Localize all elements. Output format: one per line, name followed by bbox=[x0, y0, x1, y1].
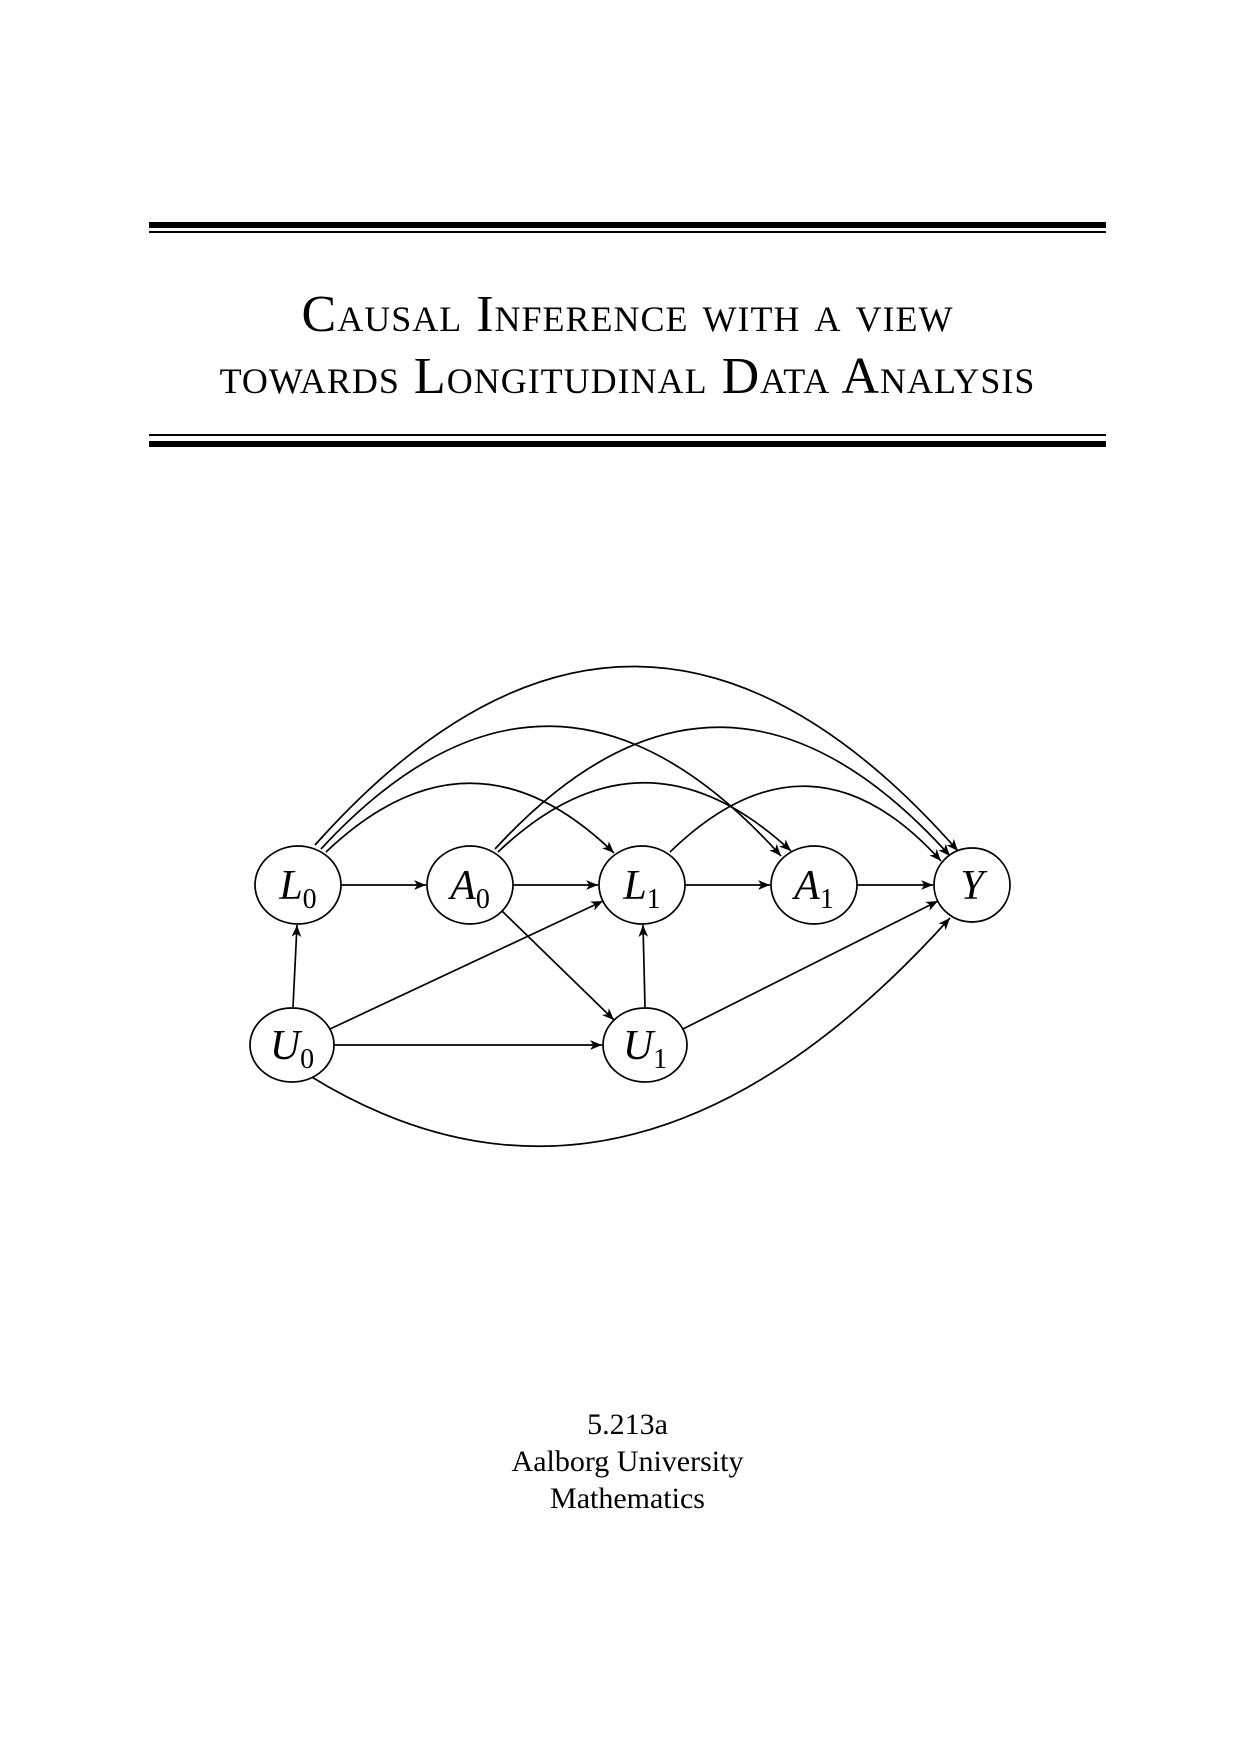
title-line-2: towards Longitudinal Data Analysis bbox=[219, 348, 1036, 405]
node-label-U0: U0 bbox=[270, 1023, 314, 1075]
node-Y: Y bbox=[933, 847, 1011, 923]
footer-course-code: 5.213a bbox=[587, 1408, 668, 1441]
footer-institution: Aalborg University bbox=[511, 1445, 744, 1478]
rule-thin-line bbox=[149, 434, 1106, 436]
node-circle-A1 bbox=[770, 845, 858, 925]
edge-A0-U1 bbox=[501, 910, 615, 1021]
edge-U1-L1 bbox=[638, 924, 649, 1008]
node-L1: L1 bbox=[598, 845, 686, 925]
node-circle-U1 bbox=[602, 1007, 688, 1083]
node-label-U1: U1 bbox=[623, 1023, 667, 1075]
edge-L0-Y bbox=[314, 665, 959, 852]
edge-L0-A1 bbox=[320, 725, 782, 857]
node-circle-U0 bbox=[249, 1007, 335, 1083]
footer-block: 5.213a Aalborg University Mathematics bbox=[149, 1406, 1106, 1517]
node-A0: A0 bbox=[426, 845, 514, 925]
dag-nodes: L0 A0 L1 A1 Y U0 U1 bbox=[249, 845, 1011, 1083]
node-circle-A0 bbox=[426, 845, 514, 925]
node-label-Y: Y bbox=[960, 863, 988, 909]
rule-thin-line bbox=[149, 231, 1106, 233]
node-L0: L0 bbox=[254, 845, 342, 925]
node-circle-Y bbox=[933, 847, 1011, 923]
node-circle-L0 bbox=[254, 845, 342, 925]
edge-U1-Y bbox=[682, 900, 939, 1030]
node-U1: U1 bbox=[602, 1007, 688, 1083]
node-label-L1: L1 bbox=[622, 863, 660, 915]
dag-edges bbox=[291, 665, 959, 1148]
node-label-A1: A1 bbox=[791, 863, 834, 915]
node-U0: U0 bbox=[249, 1007, 335, 1083]
rule-thick-line bbox=[149, 222, 1106, 228]
node-circle-L1 bbox=[598, 845, 686, 925]
edge-L1-Y bbox=[669, 785, 942, 862]
edge-A0-A1 bbox=[497, 781, 792, 853]
node-A1: A1 bbox=[770, 845, 858, 925]
footer-department: Mathematics bbox=[550, 1482, 705, 1515]
node-label-L0: L0 bbox=[278, 863, 316, 915]
edge-U0-L1 bbox=[329, 900, 604, 1030]
title-rule-bottom bbox=[149, 434, 1106, 447]
edge-U0-Y bbox=[309, 917, 951, 1148]
rule-thick-line bbox=[149, 441, 1106, 447]
node-label-A0: A0 bbox=[447, 863, 490, 915]
edge-A0-Y bbox=[494, 726, 951, 857]
title-line-1: Causal Inference with a view bbox=[301, 286, 954, 343]
edge-U0-L0 bbox=[291, 924, 302, 1008]
page-title: Causal Inference with a view towards Lon… bbox=[149, 284, 1106, 408]
title-rule-top bbox=[149, 222, 1106, 233]
edge-L0-L1 bbox=[325, 782, 615, 854]
